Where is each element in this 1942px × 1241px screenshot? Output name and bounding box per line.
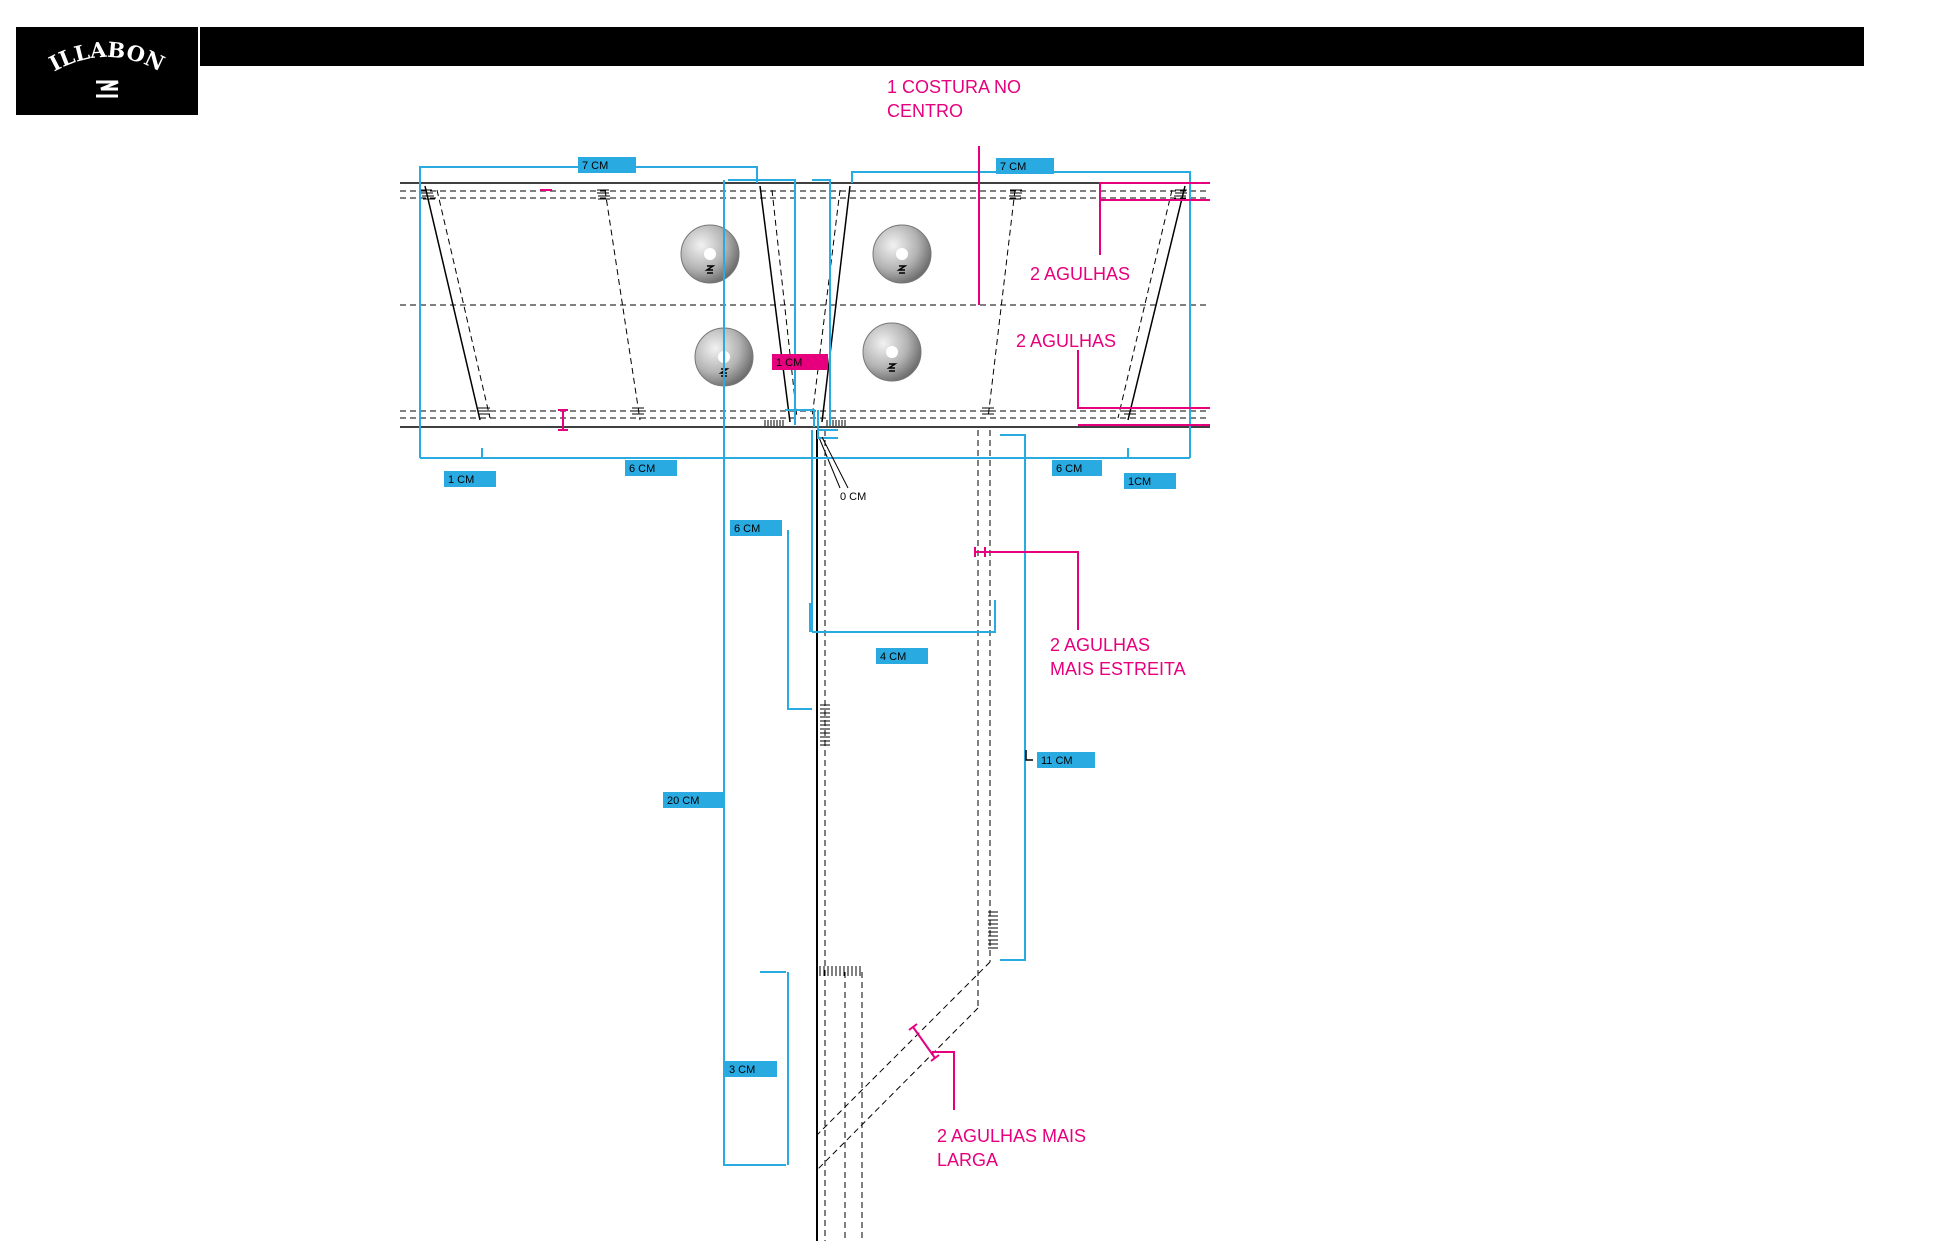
dim-fly-length: 11 CM [1041, 755, 1073, 767]
dim-total-length: 20 CM [667, 795, 699, 807]
dimension-tags: 7 CM 7 CM 1 CM 6 CM 6 CM 1CM 6 CM 4 CM 1… [444, 157, 1176, 1077]
label-two-needles-narrow-line2: MAIS ESTREITA [1050, 659, 1186, 679]
dim-right-width: 7 CM [1000, 161, 1026, 173]
dim-right-edge: 1CM [1128, 476, 1151, 488]
waistband [400, 182, 1210, 428]
dim-right-span: 6 CM [1056, 463, 1082, 475]
fly-construction [816, 430, 998, 1241]
metal-button-icon [680, 224, 740, 284]
label-two-needles-2: 2 AGULHAS [1016, 331, 1116, 351]
dim-left-span: 6 CM [629, 463, 655, 475]
label-center-seam-line2: CENTRO [887, 101, 963, 121]
label-two-needles-1: 2 AGULHAS [1030, 264, 1130, 284]
dim-fly-width: 4 CM [880, 651, 906, 663]
dim-center-tag: 1 CM [776, 357, 802, 369]
billabong-logo: BILLABONG [16, 27, 198, 115]
dim-left-width: 7 CM [582, 160, 608, 172]
dim-left-edge: 1 CM [448, 474, 474, 486]
callout-lines [540, 146, 1210, 1110]
label-zero-cm: 0 CM [840, 491, 866, 503]
metal-button-icon [872, 224, 932, 284]
metal-button-icon [862, 322, 922, 382]
label-center-seam-line1: 1 COSTURA NO [887, 77, 1021, 97]
label-two-needles-wide-line1: 2 AGULHAS MAIS [937, 1126, 1086, 1146]
header-bar [200, 27, 1864, 66]
label-two-needles-wide-line2: LARGA [937, 1150, 998, 1170]
billabong-wave-icon [96, 80, 119, 98]
dim-fly-upper: 6 CM [734, 523, 760, 535]
dim-bottom-segment: 3 CM [729, 1064, 755, 1076]
label-two-needles-narrow-line1: 2 AGULHAS [1050, 635, 1150, 655]
